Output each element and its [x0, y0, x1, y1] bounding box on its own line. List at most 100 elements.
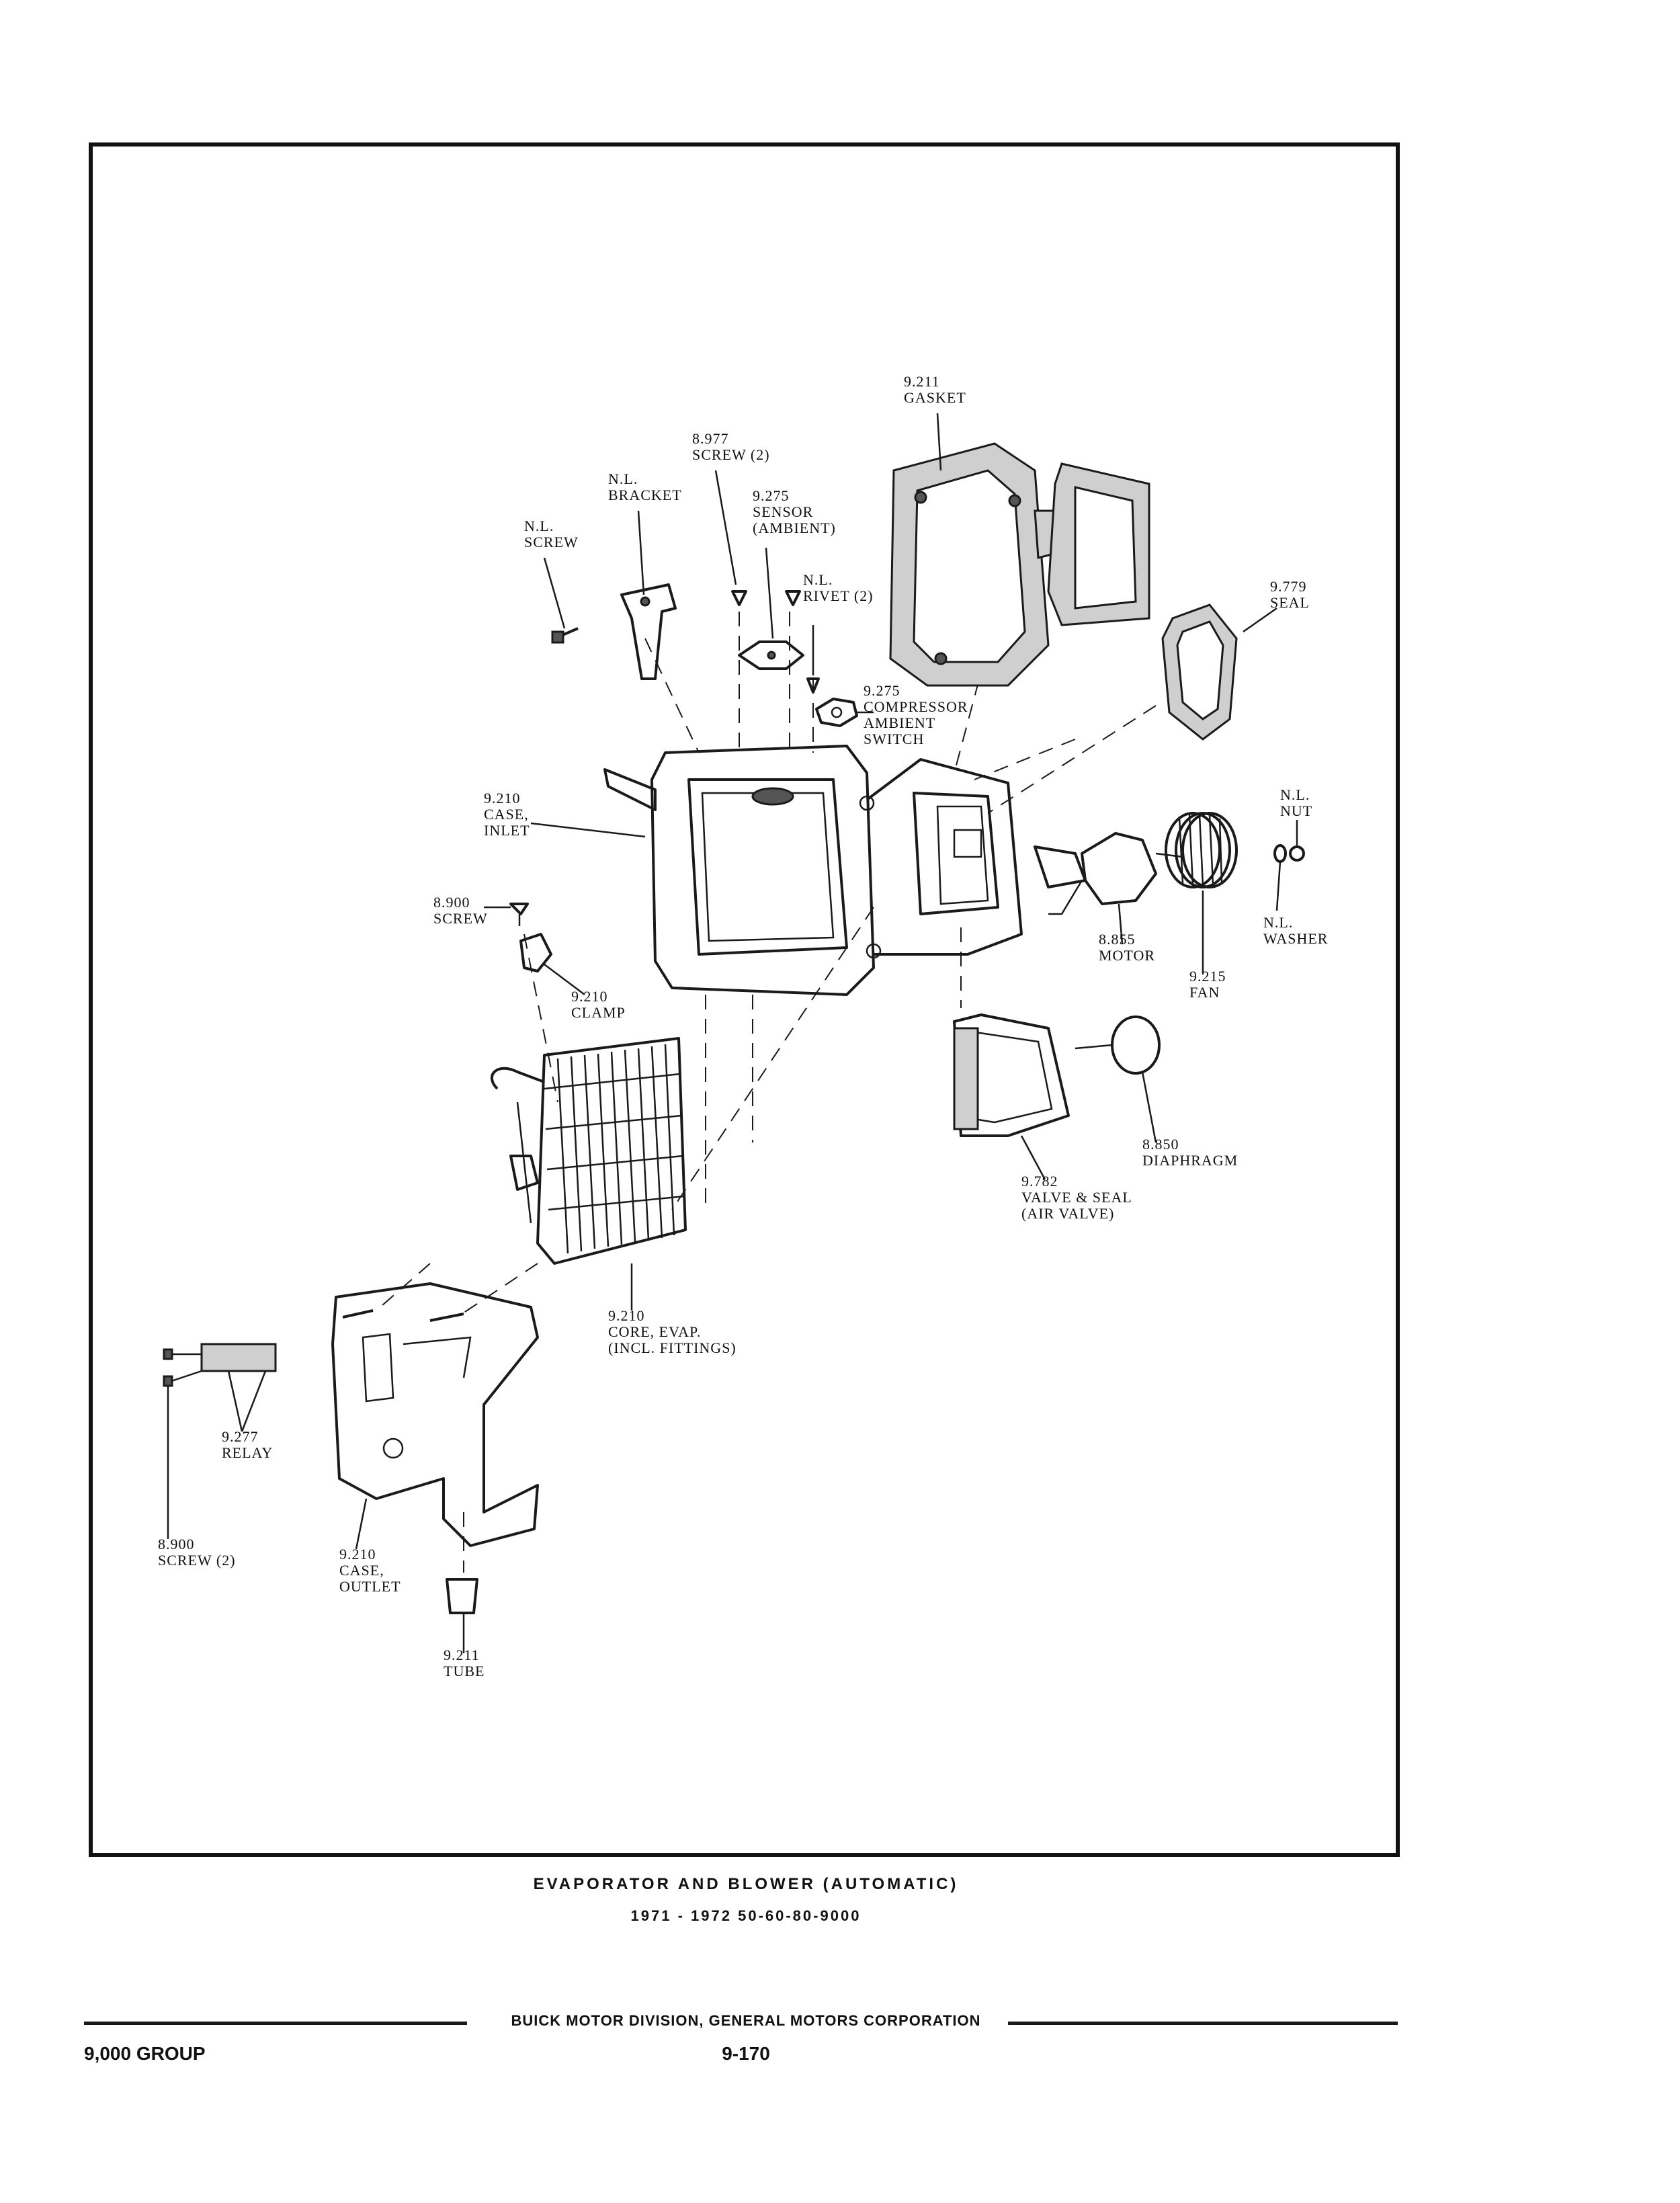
callout-line: SCREW (2): [692, 446, 770, 463]
callout-line: SCREW: [433, 910, 488, 927]
callout-line: 8.900: [433, 894, 470, 911]
callout-line: 9.779: [1270, 578, 1307, 595]
callout-line: 9.211: [444, 1647, 480, 1663]
figure-years: 1971 - 1972 50-60-80-9000: [630, 1907, 862, 1924]
compressor-switch-part: [815, 698, 858, 727]
callout-line: N.L.: [608, 470, 638, 487]
callout-line: SCREW (2): [158, 1552, 236, 1569]
callout-line: 9.275: [753, 487, 790, 504]
footer-group: 9,000 GROUP: [84, 2043, 206, 2064]
callout-line: AMBIENT: [864, 714, 935, 731]
callout-line: GASKET: [904, 389, 966, 406]
callout-line: RIVET (2): [803, 587, 874, 604]
callout-line: 9.210: [339, 1546, 376, 1563]
leader-lines: [167, 413, 1298, 1653]
motor-part: [1034, 832, 1183, 915]
callout-line: SEAL: [1270, 594, 1310, 611]
callout-line: CORE, EVAP.: [608, 1323, 701, 1340]
callout-line: (AIR VALVE): [1021, 1205, 1114, 1222]
callout-line: CASE,: [339, 1562, 384, 1579]
callout-line: SENSOR: [753, 503, 813, 520]
air-valve-part: [953, 1013, 1070, 1137]
callout-line: NUT: [1280, 802, 1312, 819]
callout-washer: N.L.WASHER: [1263, 914, 1328, 947]
screw-8977-part: [731, 590, 801, 606]
callout-line: 9.782: [1021, 1173, 1058, 1190]
footer-page-number: 9-170: [722, 2043, 770, 2064]
callout-line: (INCL. FITTINGS): [608, 1339, 737, 1356]
clamp-part: [519, 933, 552, 972]
callout-bracket: N.L.BRACKET: [608, 470, 682, 503]
callout-line: N.L.: [1280, 786, 1310, 803]
diaphragm-part: [1075, 1015, 1161, 1075]
callout-line: MOTOR: [1099, 947, 1155, 964]
nl-screw-part: [551, 627, 579, 644]
callout-line: N.L.: [803, 571, 833, 588]
callout-line: SWITCH: [864, 731, 924, 747]
callout-line: VALVE & SEAL: [1021, 1189, 1132, 1206]
sensor-part: [738, 640, 804, 670]
callout-line: 9.210: [484, 790, 521, 806]
callout-line: 8.900: [158, 1536, 195, 1552]
case-inlet-part: [603, 745, 1023, 996]
callout-line: 8.855: [1099, 931, 1136, 948]
case-outlet-part: [331, 1282, 539, 1547]
callout-line: INLET: [484, 822, 530, 839]
callout-line: 9.211: [904, 373, 940, 390]
callout-line: SCREW: [524, 534, 579, 550]
callout-screw-nl: N.L.SCREW: [524, 517, 579, 550]
bracket-part: [620, 583, 677, 680]
screw-8900-part: [509, 903, 529, 926]
callout-line: COMPRESSOR: [864, 698, 968, 715]
callout-line: CLAMP: [571, 1004, 626, 1021]
footer-rule-left: [84, 2022, 467, 2025]
callout-line: BRACKET: [608, 487, 682, 503]
callout-line: FAN: [1189, 984, 1220, 1001]
callout-line: 8.850: [1142, 1136, 1179, 1153]
callout-line: 9.210: [608, 1307, 645, 1324]
callout-line: TUBE: [444, 1663, 485, 1679]
callout-line: 9.275: [864, 682, 900, 699]
evap-core-part: [491, 1037, 687, 1265]
callout-line: OUTLET: [339, 1578, 401, 1595]
washer-nut-part: [1273, 844, 1305, 863]
callout-nut: N.L.NUT: [1280, 786, 1312, 819]
tube-part: [446, 1578, 478, 1614]
callout-rivet: N.L.RIVET (2): [803, 571, 874, 604]
callout-line: 9.277: [222, 1428, 259, 1445]
callout-line: N.L.: [524, 517, 554, 534]
callout-line: WASHER: [1263, 930, 1328, 947]
footer-rule-right: [1008, 2022, 1398, 2025]
callout-line: N.L.: [1263, 914, 1293, 931]
footer-division: BUICK MOTOR DIVISION, GENERAL MOTORS COR…: [511, 2012, 981, 2029]
relay-part: [163, 1343, 277, 1387]
callout-line: RELAY: [222, 1444, 273, 1461]
callout-line: CASE,: [484, 806, 529, 823]
callout-line: 9.215: [1189, 968, 1226, 985]
rivet-part: [806, 677, 820, 694]
gasket-part: [889, 442, 1150, 687]
figure-title: EVAPORATOR AND BLOWER (AUTOMATIC): [533, 1875, 959, 1893]
callout-line: DIAPHRAGM: [1142, 1152, 1238, 1169]
fan-part: [1165, 812, 1238, 888]
callout-line: 8.977: [692, 430, 729, 447]
diagram-frame: [89, 142, 1400, 1857]
